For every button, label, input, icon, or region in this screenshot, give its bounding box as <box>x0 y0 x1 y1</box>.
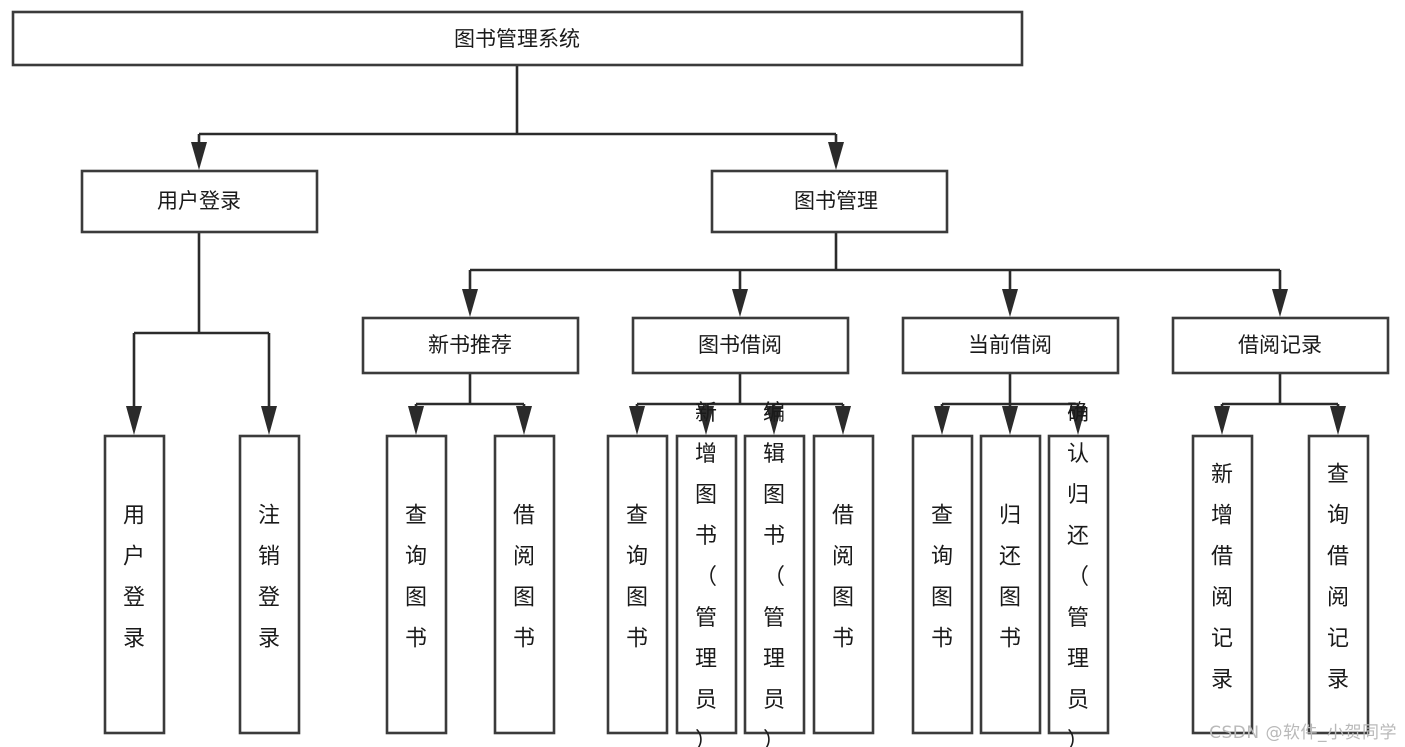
edge-layer <box>126 65 1346 435</box>
leaf-bb-query-book-box[interactable] <box>606 434 669 735</box>
leaf-bb-query-book[interactable]: 查询图书 <box>606 434 669 735</box>
leaf-user-login-login-label: 用户登录 <box>123 504 145 652</box>
leaf-cb-return-book-box[interactable] <box>979 434 1042 735</box>
leaf-cb-confirm-return[interactable]: 确认归还（管理员） <box>1047 401 1110 747</box>
node-new-book-recommend-box[interactable] <box>361 316 580 375</box>
leaf-cb-return-book-label: 归还图书 <box>999 504 1021 652</box>
arrow-head-bb-leaf-3 <box>766 406 782 435</box>
leaf-bb-add-book[interactable]: 新增图书（管理员） <box>675 401 738 747</box>
arrow-head-cb-leaf-2 <box>1002 406 1018 435</box>
arrow-head-cb-leaf-1 <box>934 406 950 435</box>
leaf-bb-add-book-label: 新增图书（管理员） <box>695 401 717 747</box>
leaf-cb-confirm-return-box[interactable] <box>1047 434 1110 735</box>
arrow-head-current-borrow <box>1002 289 1018 317</box>
node-borrow-record-label: 借阅记录 <box>1238 333 1322 357</box>
leaf-cb-return-book[interactable]: 归还图书 <box>979 434 1042 735</box>
node-current-borrow-label: 当前借阅 <box>968 333 1052 357</box>
leaf-br-query-record-label: 查询借阅记录 <box>1327 463 1349 693</box>
arrow-head-book-manage <box>828 142 844 170</box>
leaf-user-login-login[interactable]: 用户登录 <box>103 434 166 735</box>
leaf-bb-add-book-box[interactable] <box>675 434 738 735</box>
node-root-box[interactable] <box>11 10 1024 67</box>
leaf-nbr-borrow-book-box[interactable] <box>493 434 556 735</box>
arrow-head-br-leaf-1 <box>1214 406 1230 435</box>
arrow-head-new-book-recommend <box>462 289 478 317</box>
leaf-cb-confirm-return-label: 确认归还（管理员） <box>1067 401 1089 747</box>
leaf-nbr-query-book-label: 查询图书 <box>405 504 427 652</box>
leaf-user-login-logout[interactable]: 注销登录 <box>238 434 301 735</box>
arrow-head-bb-leaf-4 <box>835 406 851 435</box>
leaf-bb-edit-book-label: 编辑图书（管理员） <box>763 401 785 747</box>
node-current-borrow[interactable]: 当前借阅 <box>901 316 1120 375</box>
node-user-login-box[interactable] <box>80 169 319 234</box>
arrow-head-book-borrow <box>732 289 748 317</box>
arrow-head-user-login <box>191 142 207 170</box>
arrow-head-nbr-leaf-2 <box>516 406 532 435</box>
arrow-head-borrow-record <box>1272 289 1288 317</box>
node-new-book-recommend-label: 新书推荐 <box>428 333 512 357</box>
leaf-cb-query-book[interactable]: 查询图书 <box>911 434 974 735</box>
node-new-book-recommend[interactable]: 新书推荐 <box>361 316 580 375</box>
leaf-cb-query-book-box[interactable] <box>911 434 974 735</box>
leaf-nbr-borrow-book[interactable]: 借阅图书 <box>493 434 556 735</box>
leaf-bb-edit-book-box[interactable] <box>743 434 806 735</box>
node-book-manage-label: 图书管理 <box>794 189 878 213</box>
node-root-label: 图书管理系统 <box>454 27 580 51</box>
leaf-user-login-logout-box[interactable] <box>238 434 301 735</box>
node-book-borrow-box[interactable] <box>631 316 850 375</box>
node-borrow-record-box[interactable] <box>1171 316 1390 375</box>
arrow-head-cb-leaf-3 <box>1070 406 1086 435</box>
leaf-bb-borrow-book-box[interactable] <box>812 434 875 735</box>
leaf-nbr-borrow-book-label: 借阅图书 <box>513 504 535 652</box>
node-book-manage-box[interactable] <box>710 169 949 234</box>
arrow-head-leaf-logout <box>261 406 277 435</box>
arrow-head-bb-leaf-2 <box>698 406 714 435</box>
leaf-bb-edit-book[interactable]: 编辑图书（管理员） <box>743 401 806 747</box>
node-borrow-record[interactable]: 借阅记录 <box>1171 316 1390 375</box>
node-book-borrow[interactable]: 图书借阅 <box>631 316 850 375</box>
leaf-br-query-record[interactable]: 查询借阅记录 <box>1307 434 1370 735</box>
arrow-head-leaf-user-login <box>126 406 142 435</box>
leaf-bb-borrow-book-label: 借阅图书 <box>832 504 854 652</box>
arrow-head-bb-leaf-1 <box>629 406 645 435</box>
leaf-br-query-record-box[interactable] <box>1307 434 1370 735</box>
leaf-bb-borrow-book[interactable]: 借阅图书 <box>812 434 875 735</box>
arrow-head-nbr-leaf-1 <box>408 406 424 435</box>
leaf-user-login-login-box[interactable] <box>103 434 166 735</box>
leaf-bb-query-book-label: 查询图书 <box>626 504 648 652</box>
leaf-nbr-query-book[interactable]: 查询图书 <box>385 434 448 735</box>
leaf-br-add-record-label: 新增借阅记录 <box>1211 463 1233 693</box>
leaf-user-login-logout-label: 注销登录 <box>258 504 280 652</box>
node-user-login-label: 用户登录 <box>157 189 241 213</box>
leaf-nbr-query-book-box[interactable] <box>385 434 448 735</box>
node-user-login[interactable]: 用户登录 <box>80 169 319 234</box>
leaf-br-add-record[interactable]: 新增借阅记录 <box>1191 434 1254 735</box>
node-book-borrow-label: 图书借阅 <box>698 333 782 357</box>
node-current-borrow-box[interactable] <box>901 316 1120 375</box>
leaf-cb-query-book-label: 查询图书 <box>931 504 953 652</box>
leaf-br-add-record-box[interactable] <box>1191 434 1254 735</box>
node-root[interactable]: 图书管理系统 <box>11 10 1024 67</box>
arrow-head-br-leaf-2 <box>1330 406 1346 435</box>
node-book-manage[interactable]: 图书管理 <box>710 169 949 234</box>
